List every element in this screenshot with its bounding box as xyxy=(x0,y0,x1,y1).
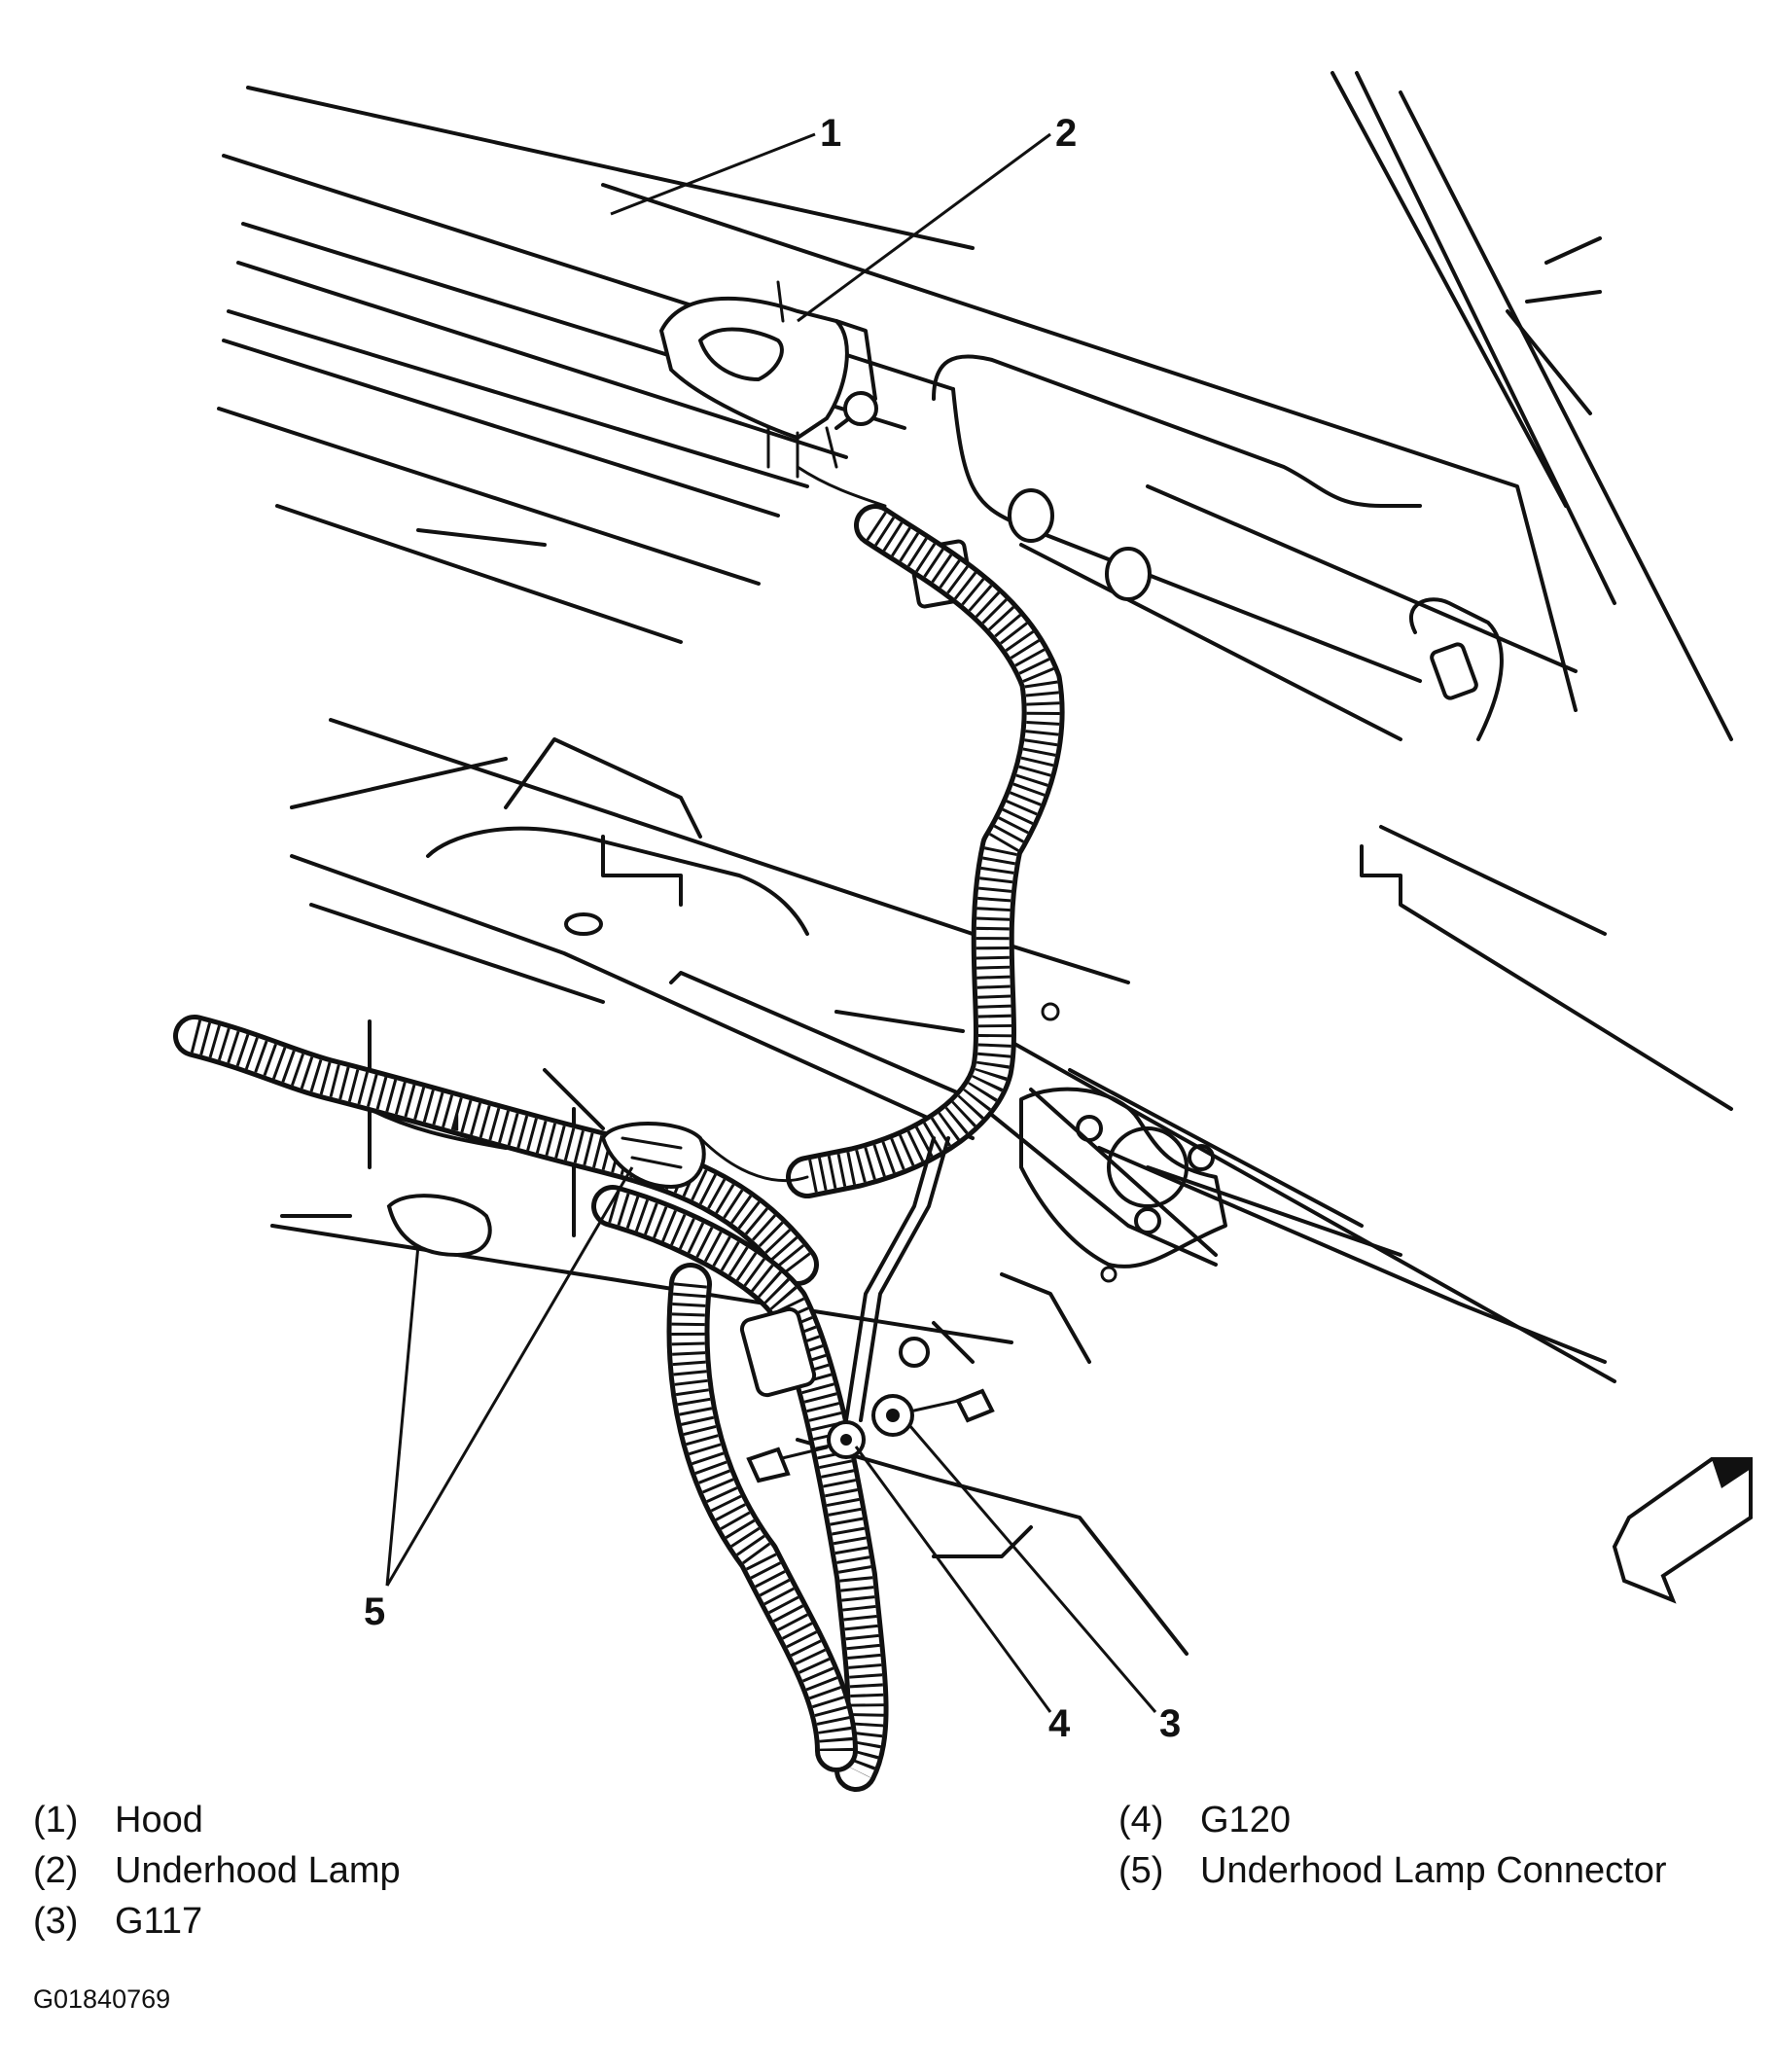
legend-number: (3) xyxy=(33,1901,79,1942)
legend-item-underhood-lamp-connector: (5) Underhood Lamp Connector xyxy=(1118,1845,1667,1896)
underhood-lamp-diagram: 1 2 3 4 5 xyxy=(173,71,1753,1792)
legend-number: (1) xyxy=(33,1800,79,1840)
callout-5: 5 xyxy=(364,1590,385,1633)
wiring-harness xyxy=(173,465,1065,1792)
callout-2: 2 xyxy=(1055,112,1077,155)
ground-g117 xyxy=(871,1388,995,1437)
legend-label: Underhood Lamp xyxy=(115,1850,401,1891)
legend-number: (5) xyxy=(1118,1850,1164,1891)
legend-right: (4) G120 (5) Underhood Lamp Connector xyxy=(1118,1795,1667,1896)
legend-item-underhood-lamp: (2) Underhood Lamp xyxy=(33,1845,401,1896)
engine-compartment xyxy=(270,718,1616,1656)
legend-label: G120 xyxy=(1200,1800,1291,1840)
legend-left: (1) Hood (2) Underhood Lamp (3) G117 xyxy=(33,1795,401,1947)
legend-number: (2) xyxy=(33,1850,79,1891)
legend-item-g120: (4) G120 xyxy=(1118,1795,1667,1845)
ground-g120 xyxy=(746,1420,866,1483)
underhood-lamp-connectors xyxy=(386,1122,706,1258)
legend-item-g117: (3) G117 xyxy=(33,1896,401,1947)
legend-number: (4) xyxy=(1118,1800,1164,1840)
legend-label: Underhood Lamp Connector xyxy=(1200,1850,1667,1891)
legend-item-hood: (1) Hood xyxy=(33,1795,401,1845)
front-direction-arrow-icon xyxy=(1612,1457,1753,1604)
leader-lines xyxy=(385,132,1157,1713)
legend-label: Hood xyxy=(115,1800,203,1840)
legend-label: G117 xyxy=(115,1901,203,1942)
callout-3: 3 xyxy=(1159,1702,1181,1745)
underhood-lamp xyxy=(658,280,878,479)
callout-1: 1 xyxy=(820,112,841,155)
figure-id: G01840769 xyxy=(33,1984,171,2014)
callout-4: 4 xyxy=(1048,1702,1071,1745)
hood xyxy=(217,71,1733,1111)
